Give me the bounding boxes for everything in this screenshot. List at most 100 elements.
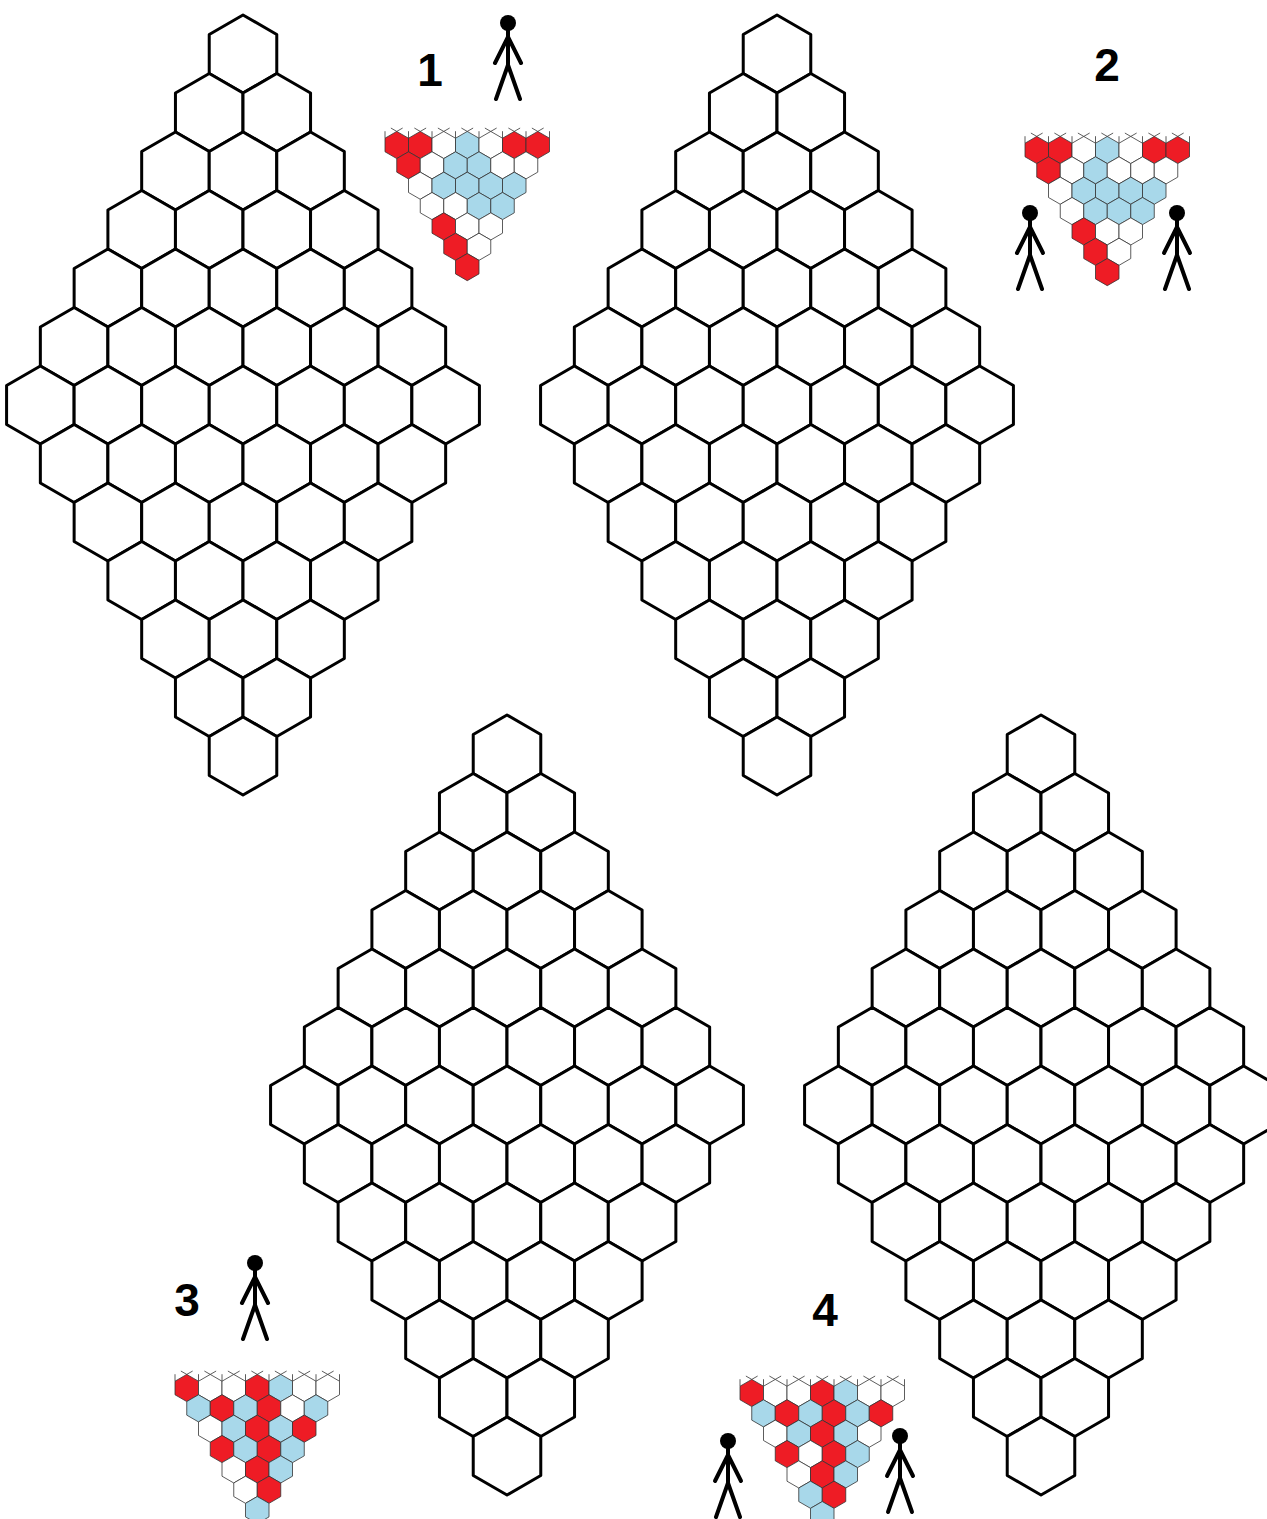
- figure-limb: [255, 1277, 268, 1303]
- cut-edge: [316, 1374, 317, 1381]
- cut-edge: [1072, 136, 1073, 143]
- figure-limb: [1018, 255, 1030, 289]
- hex-board: [805, 715, 1267, 1495]
- board-number: 4: [812, 1287, 838, 1333]
- colored-hex-triangle: [740, 1376, 905, 1519]
- cut-edge: [1178, 133, 1184, 136]
- cut-edge: [869, 1376, 875, 1379]
- figure-limb: [506, 29, 510, 65]
- figure-limb: [728, 1483, 740, 1517]
- cut-edge: [467, 128, 473, 131]
- hex-cell: [209, 717, 277, 795]
- cut-edge: [502, 131, 503, 138]
- board-number: 1: [417, 47, 443, 93]
- cut-edge: [887, 1376, 893, 1379]
- cut-edge: [834, 1379, 835, 1386]
- stick-figure: [1164, 205, 1190, 289]
- figure-limb: [1164, 227, 1177, 253]
- cut-edge: [532, 128, 538, 131]
- cut-edge: [292, 1374, 293, 1381]
- colored-hex-triangle: [1025, 133, 1190, 286]
- cut-edge: [339, 1374, 340, 1381]
- cut-edge: [822, 1376, 828, 1379]
- figure-limb: [900, 1450, 913, 1476]
- cut-edge: [269, 1374, 270, 1381]
- cut-edge: [1048, 136, 1049, 143]
- cut-edge: [228, 1371, 234, 1374]
- cut-edge: [799, 1376, 805, 1379]
- figure-limb: [1165, 255, 1177, 289]
- figure-limb: [1028, 219, 1032, 255]
- cut-edge: [1060, 133, 1066, 136]
- cut-edge: [816, 1376, 822, 1379]
- cut-edge: [1078, 133, 1084, 136]
- figure-limb: [243, 1305, 255, 1339]
- cut-edge: [461, 128, 467, 131]
- cut-edge: [857, 1379, 858, 1386]
- cut-edge: [763, 1379, 764, 1386]
- cut-edge: [769, 1376, 775, 1379]
- figure-limb: [508, 37, 521, 63]
- figure-limb: [255, 1305, 267, 1339]
- cut-edge: [444, 128, 450, 131]
- hex-board: [7, 15, 480, 795]
- cut-edge: [455, 131, 456, 138]
- cut-edge: [810, 1379, 811, 1386]
- figure-limb: [508, 65, 520, 99]
- cut-edge: [1101, 133, 1107, 136]
- cut-edge: [526, 131, 527, 138]
- cut-edge: [408, 131, 409, 138]
- cut-edge: [538, 128, 544, 131]
- cut-edge: [1031, 133, 1037, 136]
- hex-board: [541, 15, 1014, 795]
- figure-limb: [495, 37, 508, 63]
- figure-limb: [716, 1483, 728, 1517]
- figure-limb: [1177, 227, 1190, 253]
- figure-limb: [1177, 255, 1189, 289]
- cut-edge: [245, 1374, 246, 1381]
- cut-edge: [391, 128, 397, 131]
- cut-edge: [793, 1376, 799, 1379]
- cut-edge: [746, 1376, 752, 1379]
- hex-board: [271, 715, 744, 1495]
- cut-edge: [549, 131, 550, 138]
- cut-edge: [1084, 133, 1090, 136]
- cut-edge: [251, 1371, 257, 1374]
- board-number: 2: [1094, 42, 1120, 88]
- cut-edge: [893, 1376, 899, 1379]
- figure-limb: [1030, 255, 1042, 289]
- cut-edge: [775, 1376, 781, 1379]
- figure-limb: [900, 1478, 912, 1512]
- figure-limb: [1175, 219, 1179, 255]
- hex-cell: [1007, 1417, 1075, 1495]
- figure-limb: [728, 1455, 741, 1481]
- cut-edge: [485, 128, 491, 131]
- cut-edge: [1142, 136, 1143, 143]
- stick-figure: [495, 15, 521, 99]
- cut-edge: [175, 1374, 176, 1381]
- figure-limb: [888, 1478, 900, 1512]
- cut-edge: [298, 1371, 304, 1374]
- cut-edge: [787, 1379, 788, 1386]
- cut-edge: [863, 1376, 869, 1379]
- figure-limb: [1017, 227, 1030, 253]
- cut-edge: [397, 128, 403, 131]
- cut-edge: [1025, 136, 1026, 143]
- cut-edge: [1095, 136, 1096, 143]
- cut-edge: [904, 1379, 905, 1386]
- cut-edge: [322, 1371, 328, 1374]
- small-hex: [246, 1497, 270, 1519]
- hex-cell: [743, 717, 811, 795]
- cut-edge: [1107, 133, 1113, 136]
- cut-edge: [281, 1371, 287, 1374]
- cut-edge: [479, 131, 480, 138]
- cut-edge: [1172, 133, 1178, 136]
- cut-edge: [846, 1376, 852, 1379]
- cut-edge: [204, 1371, 210, 1374]
- stick-figure: [715, 1433, 741, 1517]
- stick-figure: [242, 1255, 268, 1339]
- cut-edge: [508, 128, 514, 131]
- cut-edge: [420, 128, 426, 131]
- cut-edge: [1148, 133, 1154, 136]
- figure-limb: [715, 1455, 728, 1481]
